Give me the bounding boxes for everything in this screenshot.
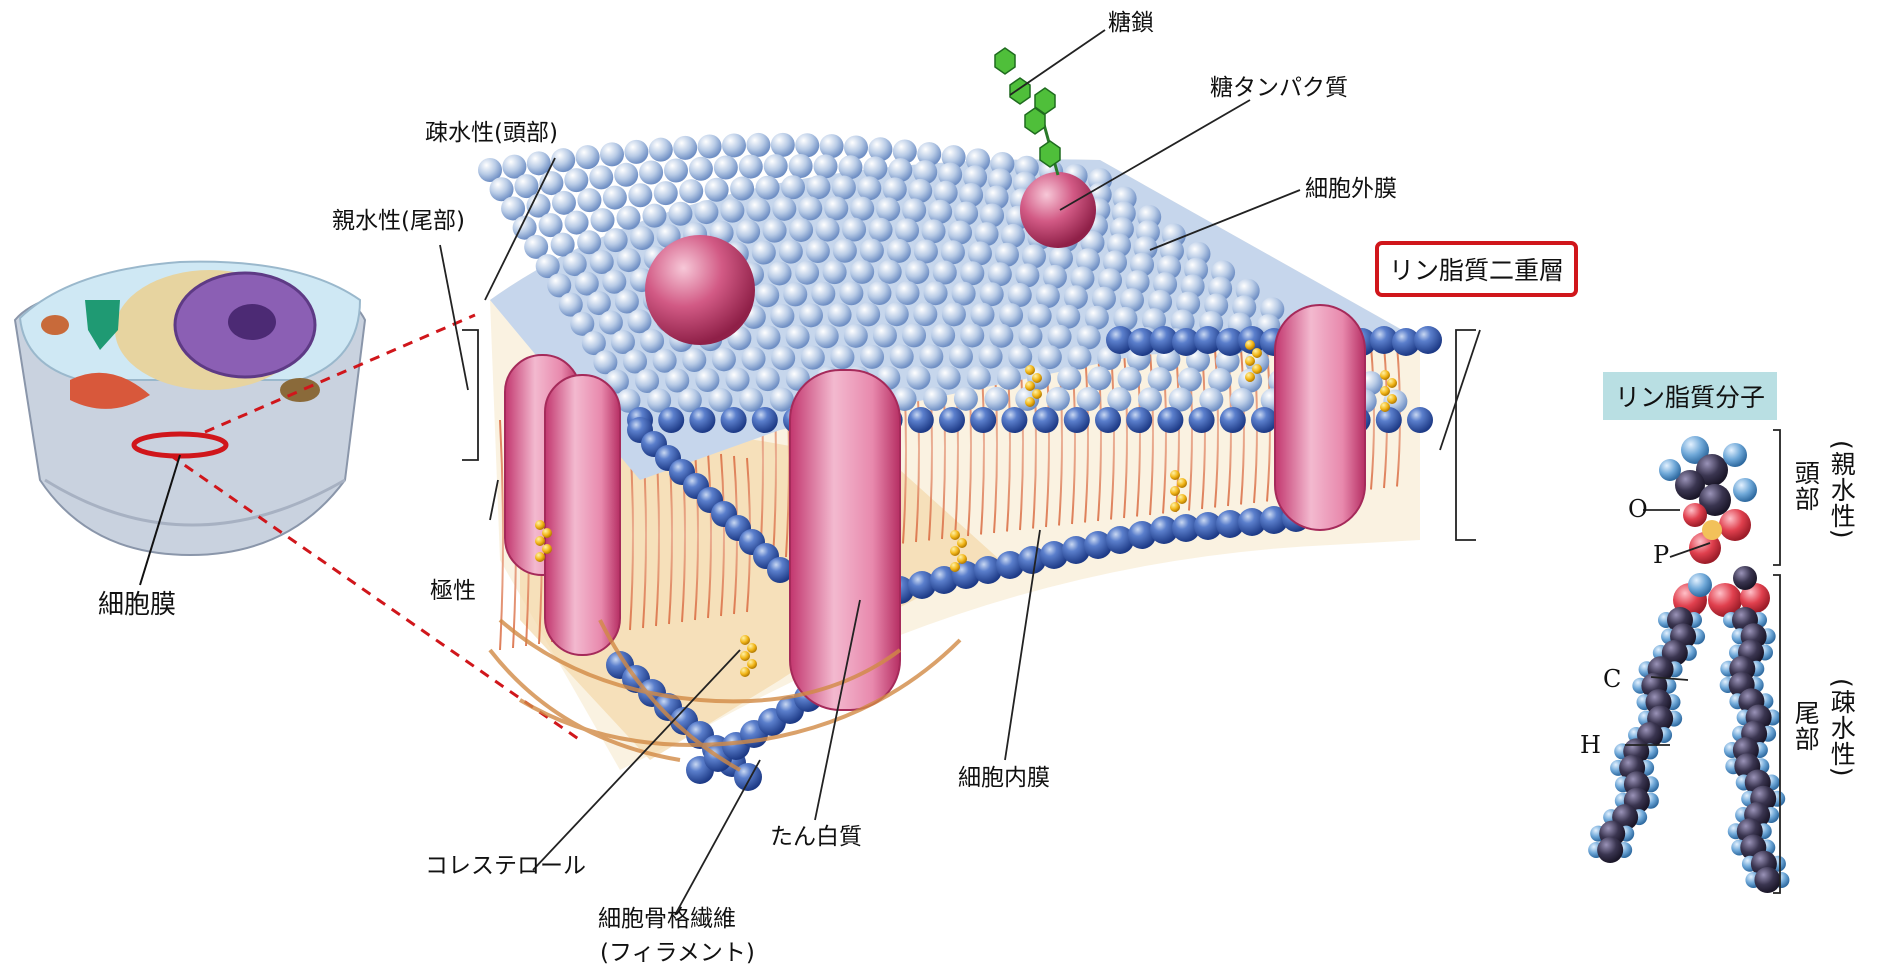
phospholipid-molecule xyxy=(1588,430,1789,893)
label-protein: たん白質 xyxy=(770,826,862,849)
molecule-title: リン脂質分子 xyxy=(1603,372,1777,420)
label-hydrophilic-tail: 親水性(尾部) xyxy=(332,210,465,233)
atom-label-h: H xyxy=(1580,733,1601,757)
tail-label: 尾部 xyxy=(1792,700,1818,752)
head-property: (親水性) xyxy=(1828,440,1854,540)
tail-property: (疎水性) xyxy=(1828,678,1854,778)
label-cytoskeleton: 細胞骨格繊維 xyxy=(598,908,736,931)
label-filament: (フィラメント) xyxy=(600,942,755,965)
atom-label-c: C xyxy=(1603,667,1621,691)
label-hydrophobic-head: 疎水性(頭部) xyxy=(425,122,558,145)
label-sugar-chain: 糖鎖 xyxy=(1108,12,1154,35)
label-cell-membrane: 細胞膜 xyxy=(98,592,176,618)
atom-label-o: O xyxy=(1628,497,1648,521)
cell-illustration xyxy=(15,262,365,555)
label-inner-membrane: 細胞内膜 xyxy=(958,767,1050,790)
label-polarity: 極性 xyxy=(430,580,476,603)
atom-label-p: P xyxy=(1653,543,1669,567)
label-lipid-bilayer: リン脂質二重層 xyxy=(1375,241,1578,297)
label-outer-membrane: 細胞外膜 xyxy=(1305,178,1397,201)
lipid-bilayer-illustration xyxy=(478,48,1442,791)
head-label: 頭部 xyxy=(1792,460,1818,512)
label-glycoprotein: 糖タンパク質 xyxy=(1210,77,1348,100)
label-cholesterol: コレステロール xyxy=(425,855,586,878)
